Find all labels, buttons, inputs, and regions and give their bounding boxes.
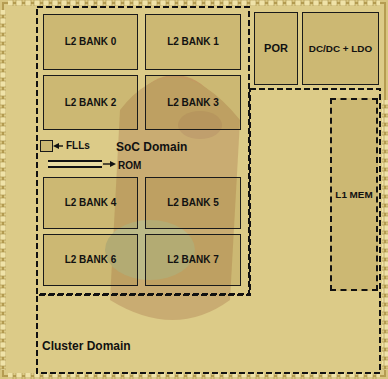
block-box: L2 BANK 6 — [43, 234, 138, 286]
block-box: L1 MEM — [330, 98, 378, 291]
block-box: L2 BANK 7 — [145, 234, 241, 286]
block-box: L2 BANK 1 — [145, 14, 241, 70]
block-label: L2 BANK 1 — [167, 36, 219, 48]
block-label: SoC Domain — [116, 141, 187, 155]
block-box: L2 BANK 4 — [43, 177, 138, 229]
block-label: L2 BANK 5 — [167, 197, 219, 209]
block-box: L2 BANK 5 — [145, 177, 241, 229]
block-label: L2 BANK 6 — [65, 254, 117, 266]
block-box: POR — [254, 12, 298, 85]
block-label: L2 BANK 4 — [65, 197, 117, 209]
block-box: L2 BANK 2 — [43, 75, 138, 130]
block-label: ROM — [118, 160, 141, 172]
block-box: FLLs — [40, 140, 53, 152]
block-box: DC/DC + LDO — [302, 12, 379, 85]
block-box: L2 BANK 3 — [145, 75, 241, 130]
block-label: L2 BANK 0 — [65, 36, 117, 48]
block-label: L2 BANK 7 — [167, 254, 219, 266]
block-label: FLLs — [66, 140, 90, 152]
block-label: L2 BANK 2 — [65, 97, 117, 109]
cluster-domain-region: Cluster Domain L1 MEM — [36, 88, 381, 374]
block-box: ROM — [48, 160, 102, 168]
dashed-border — [37, 7, 249, 294]
soc-domain-region: SoC Domain L2 BANK 0 L2 BANK 1 L2 BANK 2 L2 … — [36, 6, 250, 295]
block-label: Cluster Domain — [42, 340, 131, 354]
block-box: L2 BANK 0 — [43, 14, 138, 70]
block-label: POR — [262, 42, 290, 55]
block-label: DC/DC + LDO — [307, 43, 374, 54]
dashed-border — [37, 89, 380, 373]
block-label: L2 BANK 3 — [167, 97, 219, 109]
block-label: L1 MEM — [333, 189, 374, 200]
